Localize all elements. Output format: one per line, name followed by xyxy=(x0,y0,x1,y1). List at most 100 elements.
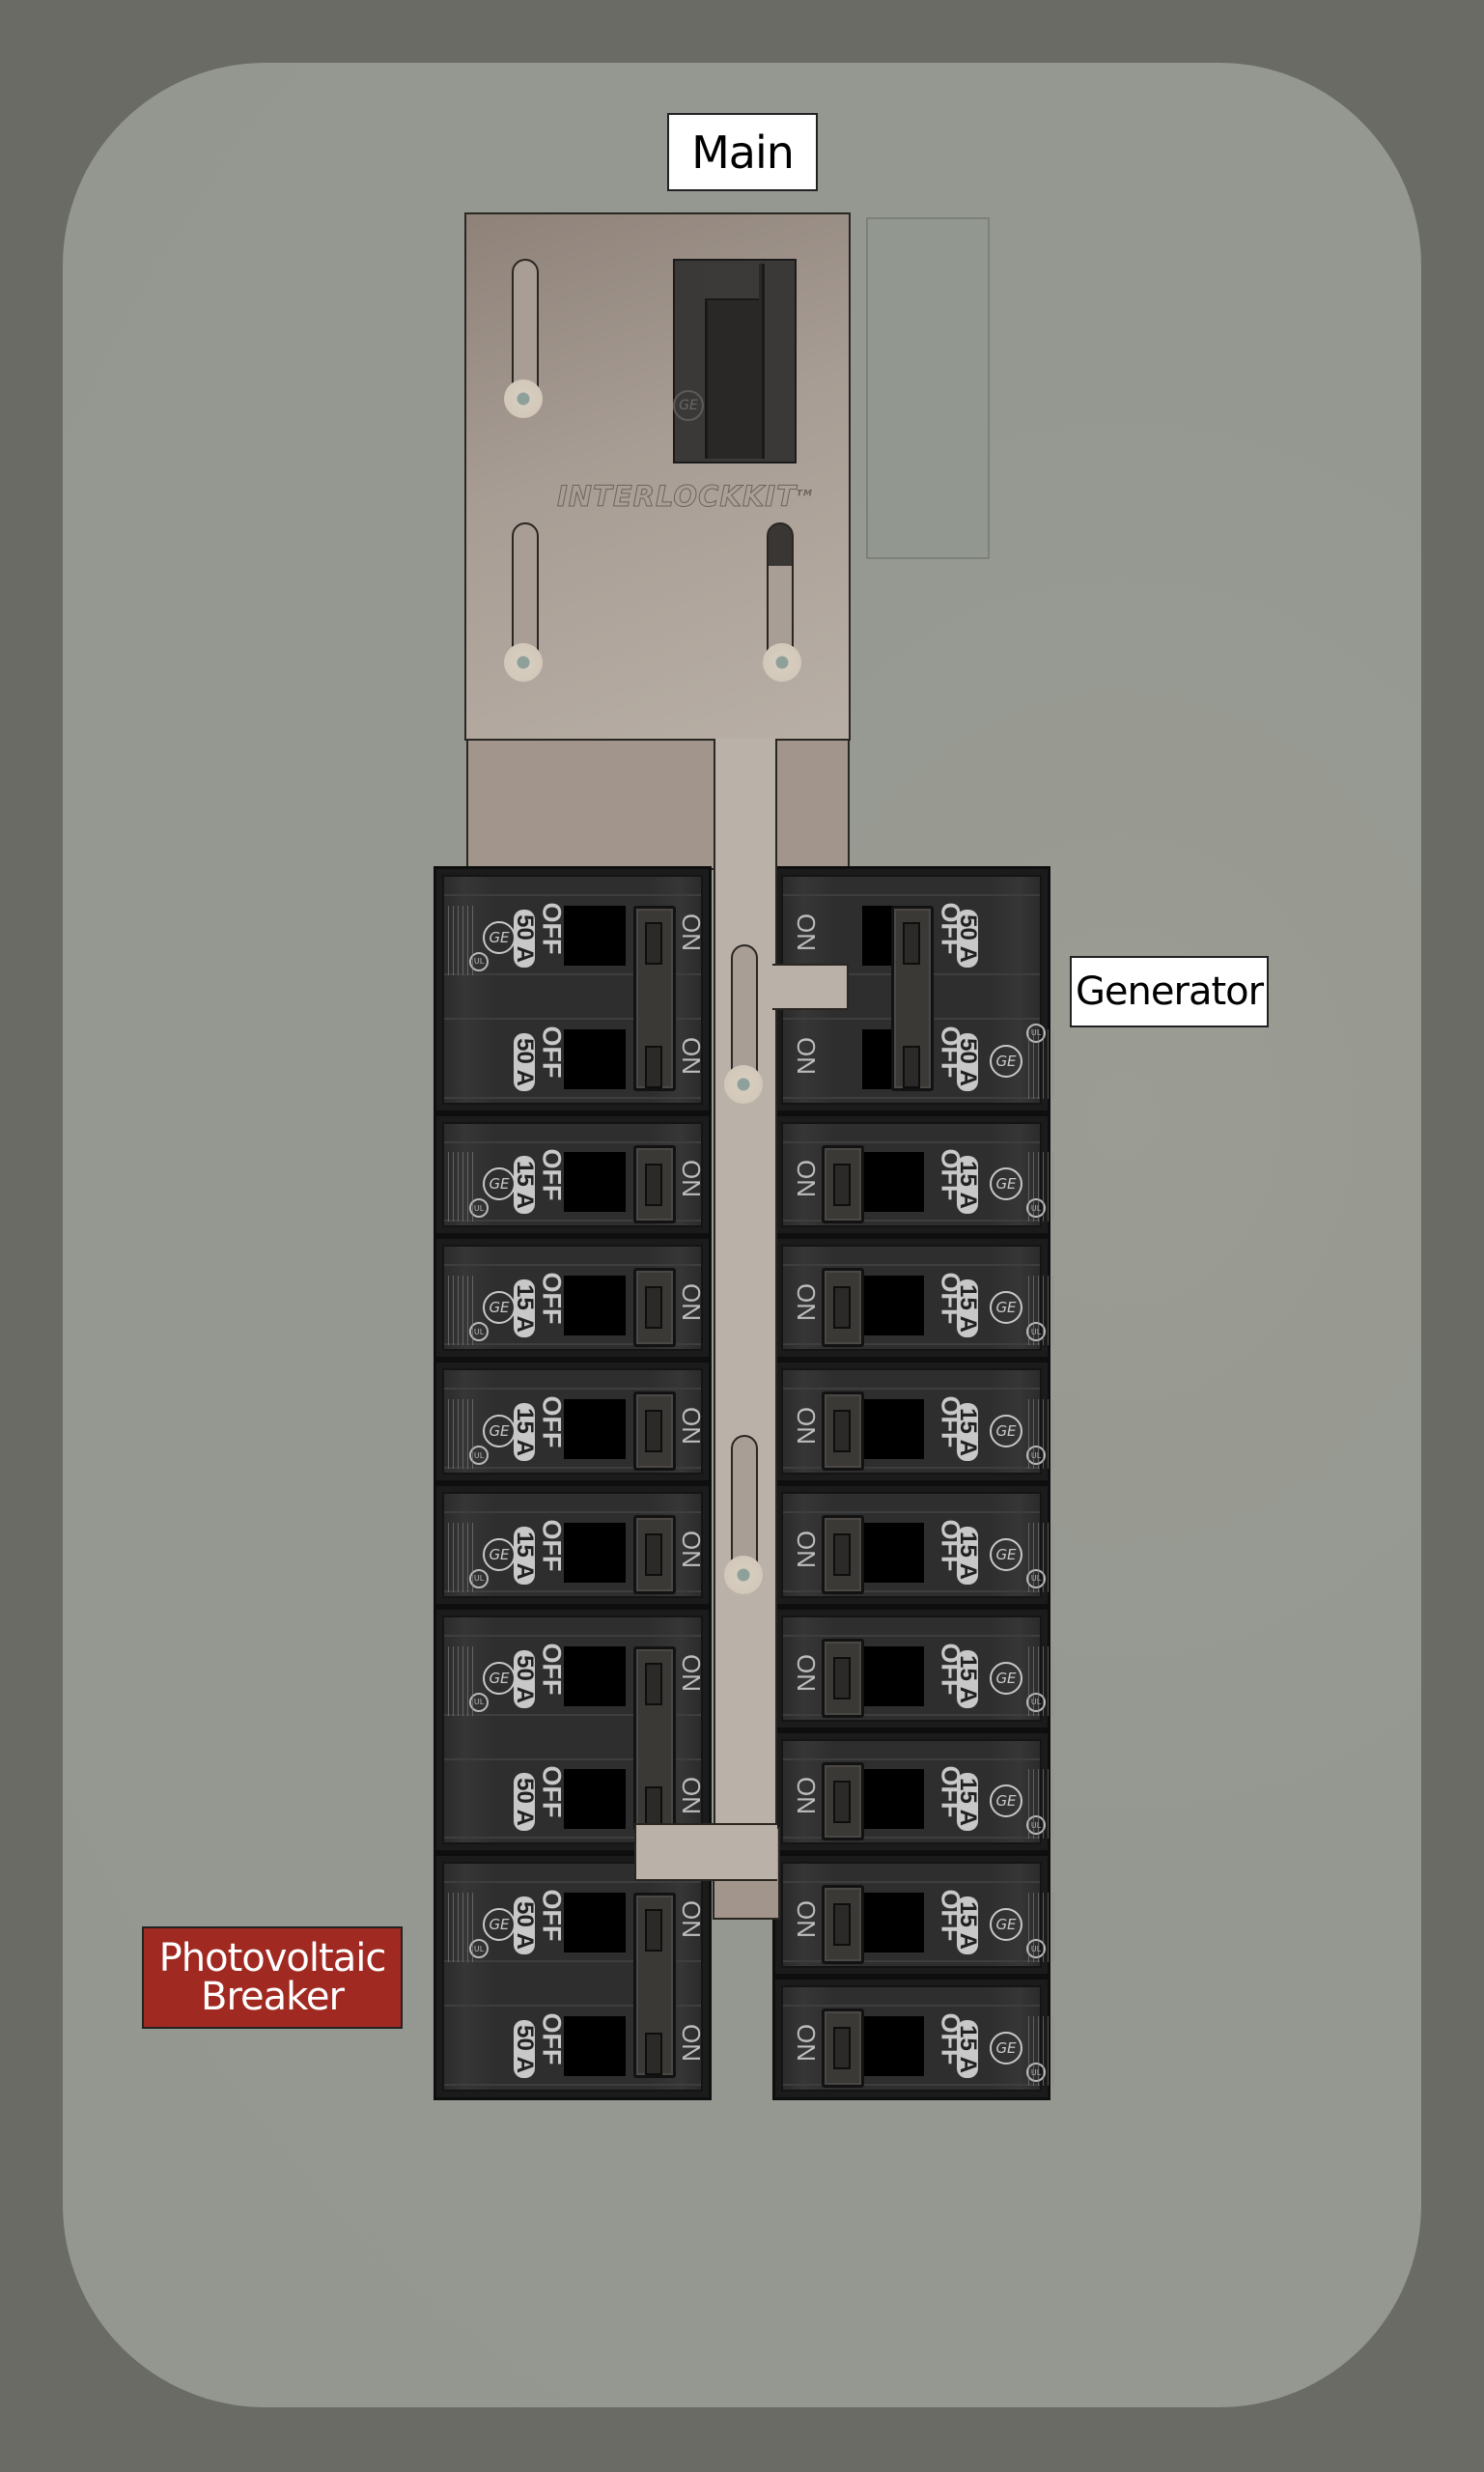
interlock-bar-stub xyxy=(772,964,849,1010)
breaker-toggle-handle[interactable] xyxy=(822,2008,864,2088)
handle-indicator xyxy=(645,1662,662,1705)
breaker-toggle-handle[interactable] xyxy=(633,1268,676,1348)
amp-rating: 15 A xyxy=(955,1284,981,1334)
bar-screw-lower xyxy=(724,1556,763,1594)
amp-rating: 15 A xyxy=(955,1778,981,1827)
on-label: ON xyxy=(677,1900,706,1939)
divider xyxy=(444,1140,701,1143)
handle-indicator xyxy=(645,1045,662,1088)
breaker-toggle-handle[interactable] xyxy=(633,1645,676,1832)
divider xyxy=(783,894,1040,896)
divider xyxy=(444,1757,701,1760)
divider xyxy=(444,1388,701,1390)
on-label: ON xyxy=(677,1160,706,1198)
on-label: ON xyxy=(792,2024,821,2063)
handle-indicator xyxy=(645,1909,662,1952)
fine-print xyxy=(1028,1769,1055,1840)
breaker-toggle-handle[interactable] xyxy=(822,1761,864,1841)
fine-print xyxy=(1028,1522,1055,1592)
divider xyxy=(783,1837,1040,1840)
breaker-toggle-handle[interactable] xyxy=(822,1391,864,1471)
breaker-toggle-handle[interactable] xyxy=(633,1391,676,1471)
breaker-toggle-handle[interactable] xyxy=(633,1515,676,1594)
ge-logo-icon: GE xyxy=(990,1661,1022,1695)
off-label: OFF xyxy=(537,1889,567,1942)
interlock-slide-bar[interactable] xyxy=(714,739,777,1827)
ge-logo-icon: GE xyxy=(483,1415,516,1448)
breaker-toggle-handle[interactable] xyxy=(633,1144,676,1224)
plate-slot-bottom-right xyxy=(767,522,794,657)
on-label: ON xyxy=(677,1036,706,1075)
handle-window xyxy=(862,1893,924,1953)
amp-rating-badge: 50 A xyxy=(512,1773,538,1832)
on-label: ON xyxy=(677,1777,706,1815)
amp-rating-badge: 15 A xyxy=(955,1403,981,1462)
breaker-toggle-handle[interactable] xyxy=(891,906,934,1091)
breaker-toggle-handle[interactable] xyxy=(822,1638,864,1718)
divider xyxy=(444,1466,701,1469)
on-label: ON xyxy=(677,1530,706,1568)
ge-logo-icon: GE xyxy=(483,1167,516,1201)
off-label: OFF xyxy=(537,2012,567,2065)
divider xyxy=(783,1466,1040,1469)
on-label: ON xyxy=(792,1036,821,1075)
main-label: Main xyxy=(667,113,818,191)
handle-window xyxy=(564,1893,626,1953)
interlock-tab-right xyxy=(775,739,850,870)
breaker-toggle-handle[interactable] xyxy=(822,1268,864,1348)
handle-indicator xyxy=(833,2027,851,2070)
breaker-toggle-handle[interactable] xyxy=(822,1885,864,1965)
on-label: ON xyxy=(792,1407,821,1446)
interlock-brand-text: INTERLOCKKITTM xyxy=(557,480,813,514)
amp-rating: 15 A xyxy=(955,1531,981,1580)
bar-slot-upper xyxy=(731,944,758,1083)
divider xyxy=(783,1757,1040,1760)
plate-screw-top-left xyxy=(504,379,543,418)
amp-rating-badge: 50 A xyxy=(512,909,538,968)
divider xyxy=(444,1837,701,1840)
amp-rating-badge: 15 A xyxy=(955,1526,981,1585)
breaker-toggle-handle[interactable] xyxy=(633,906,676,1091)
off-label: OFF xyxy=(537,1025,567,1079)
breaker-toggle-handle[interactable] xyxy=(633,1893,676,2078)
on-label: ON xyxy=(792,1530,821,1568)
breaker-toggle-handle[interactable] xyxy=(822,1144,864,1224)
handle-indicator xyxy=(645,1533,662,1576)
handle-indicator xyxy=(645,1785,662,1829)
amp-rating-badge: 15 A xyxy=(512,1526,538,1585)
breaker-toggle-handle[interactable] xyxy=(822,1515,864,1594)
amp-rating: 50 A xyxy=(512,2025,538,2073)
amp-rating-badge: 15 A xyxy=(955,1649,981,1708)
handle-indicator xyxy=(833,1780,851,1823)
bar-screw-upper xyxy=(724,1065,763,1104)
